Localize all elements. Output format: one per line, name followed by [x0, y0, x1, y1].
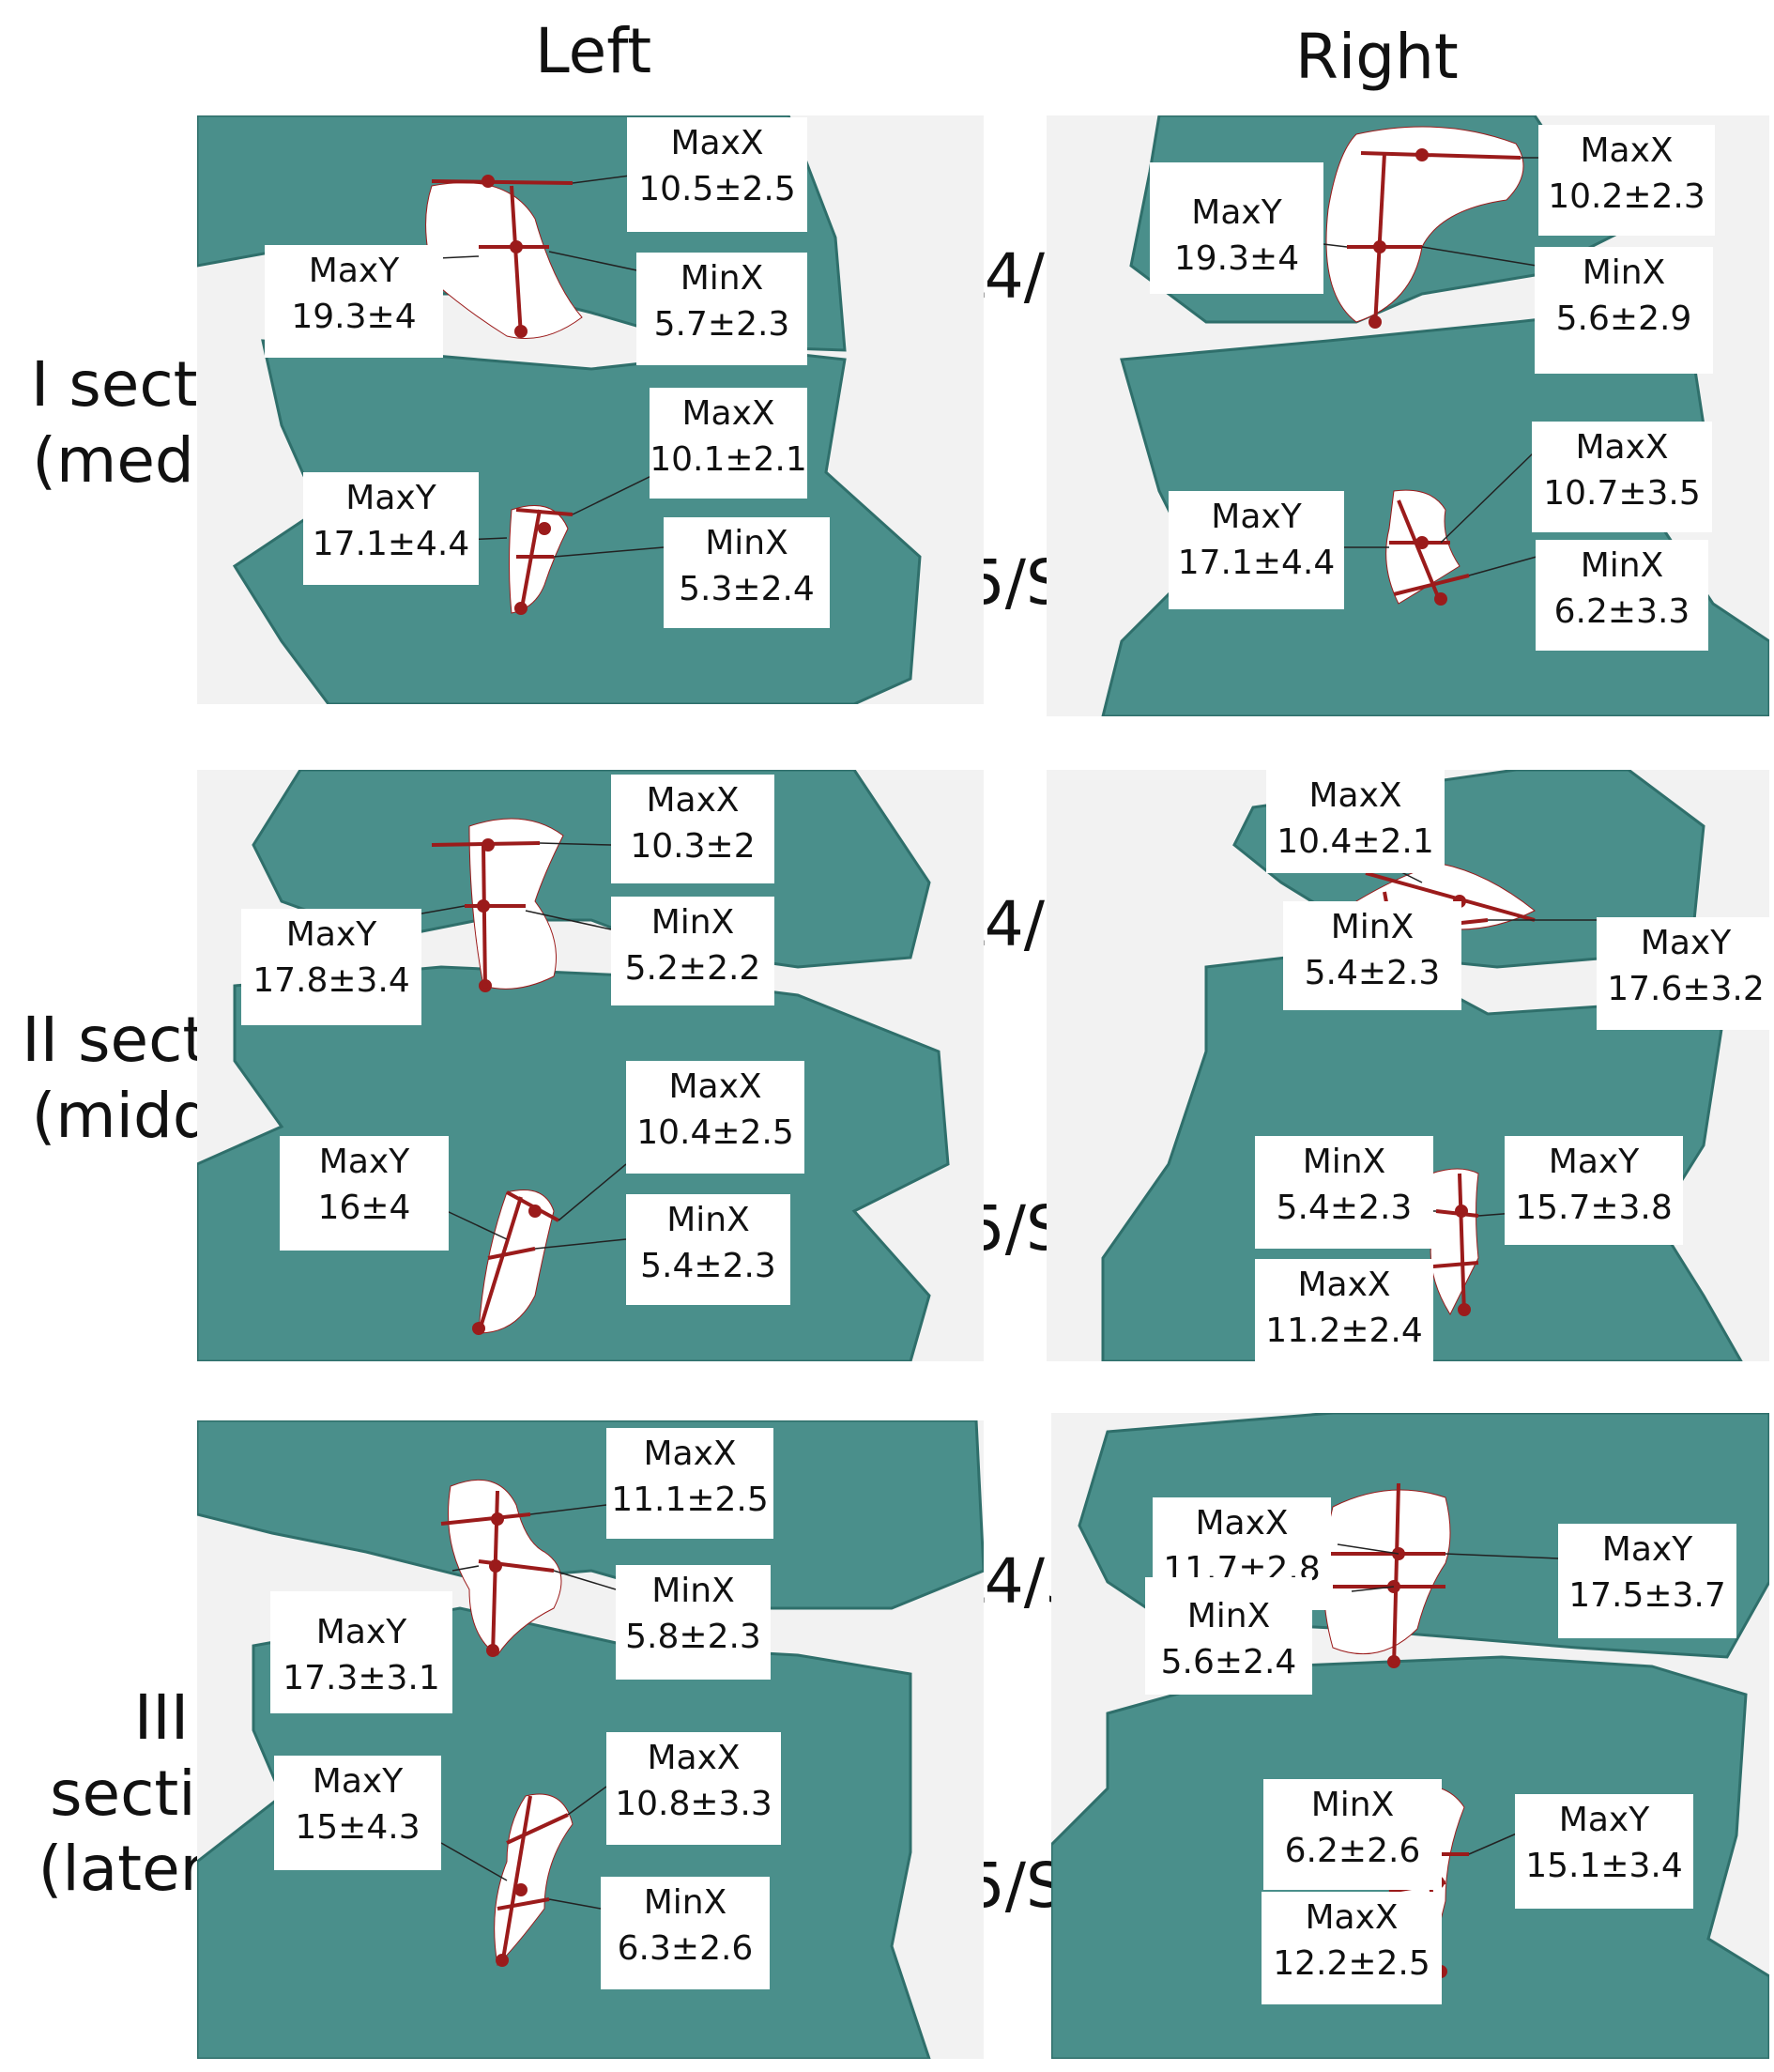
- leader-lines: [440, 1504, 617, 1910]
- leader-lines: [410, 842, 627, 1250]
- foramen-l5s1: [478, 1189, 555, 1334]
- foramen-l45: [1323, 1489, 1451, 1655]
- column-header-right: Right: [1295, 21, 1459, 93]
- foramen-l45: [448, 1479, 562, 1656]
- measurement-arrows: [431, 175, 573, 615]
- vertebra-shape: [197, 1420, 984, 1610]
- foramen-l5s1: [494, 1793, 573, 1967]
- bone-render: [197, 770, 950, 1361]
- foramen-l45: [468, 818, 564, 990]
- measurement-arrows: [440, 1490, 569, 1967]
- column-header-left: Left: [535, 15, 652, 87]
- bone-render: [197, 1420, 984, 2059]
- bone-render: [197, 115, 922, 704]
- measurement-arrows: [431, 838, 559, 1335]
- measurement-arrows: [1347, 148, 1522, 606]
